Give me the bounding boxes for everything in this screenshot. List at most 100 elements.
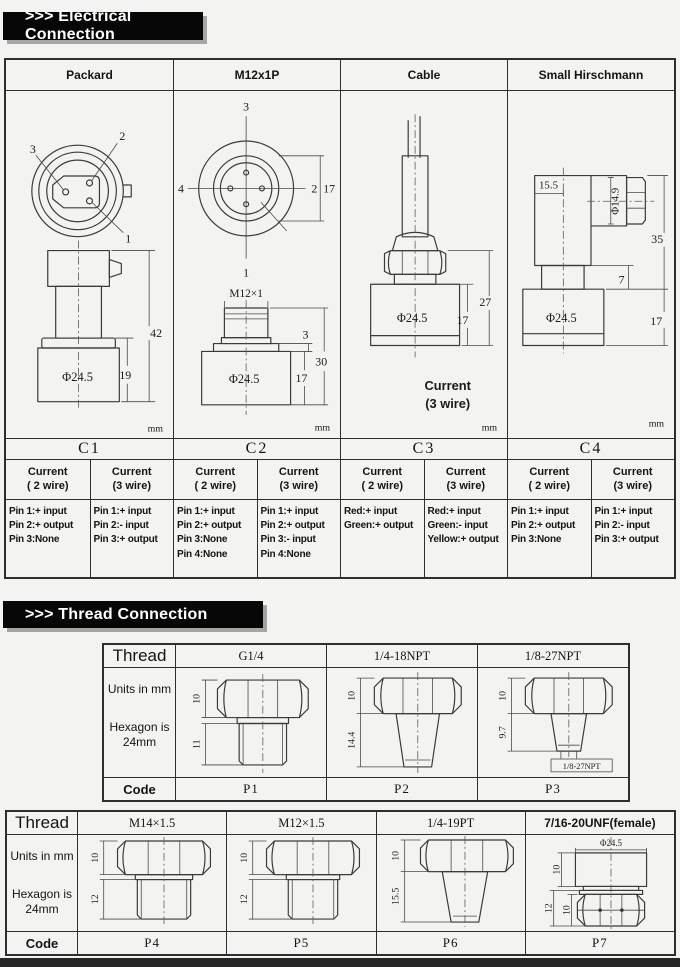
m12-pin3-label: 3: [243, 99, 249, 113]
p2-dim-thread: 14.4: [347, 732, 358, 749]
thread2-code-label: Code: [25, 935, 59, 951]
thread1-code-label: Code: [123, 781, 156, 797]
code-p4: P4: [77, 932, 226, 954]
thread2-label: Thread: [15, 813, 69, 832]
p6-dim-thread: 15.5: [390, 888, 401, 905]
cable-dim-base: 17: [457, 313, 469, 327]
code-row: C1 C2 C3 C4: [6, 438, 674, 459]
code-p7: P7: [524, 932, 674, 954]
column-header-cable: Cable: [340, 60, 507, 90]
thread2-code-row: Code P4 P5 P6 P7: [7, 931, 674, 954]
thread2-notes: Units in mm Hexagon is 24mm: [7, 835, 77, 931]
thread1-spec-18-27npt: 1/8-27NPT: [477, 645, 628, 667]
subtitle: ( 2 wire): [194, 479, 237, 492]
c2-3wire-title: Current(3 wire): [256, 460, 341, 499]
c3-3wire-title: Current(3 wire): [423, 460, 508, 499]
code-p1: P1: [175, 778, 326, 800]
cable-diagram-cell: 27 17 Φ24.5 Current (3 wire) mm: [340, 91, 507, 438]
code-c1: C1: [78, 440, 101, 457]
p3-dim-hex: 10: [498, 691, 509, 701]
c1-3wire-title: Current(3 wire): [89, 460, 174, 499]
subtitle: ( 2 wire): [528, 479, 571, 492]
thread1-code-row: Code P1 P2 P3: [104, 777, 628, 800]
thread2-spec-m14: M14×1.5: [77, 812, 226, 834]
code-c3: C3: [340, 439, 507, 459]
p7-drawing: Φ24.5 10 12 10: [543, 837, 647, 930]
thread1-spec-14-18npt: 1/4-18NPT: [326, 645, 477, 667]
p5-dim-thread: 12: [239, 894, 250, 904]
thread-connection-banner: >>> Thread Connection: [3, 601, 263, 628]
title: Current: [445, 465, 486, 478]
p1-dim-thread: 11: [192, 739, 203, 749]
column-header-m12x1p: M12x1P: [173, 60, 340, 90]
code-p3: P3: [477, 778, 628, 800]
p3-drawing-cell: 10 9.7 1/8-27NPT: [477, 668, 628, 777]
bottom-divider-bar: [0, 958, 680, 967]
thread1-drawing-row: Units in mm Hexagon is 24mm 10 11: [104, 667, 628, 777]
hexagon-note: Hexagon is 24mm: [11, 886, 73, 917]
p3-thread-tag: 1/8-27NPT: [563, 762, 601, 771]
thread1-header-row: Thread G1/4 1/4-18NPT 1/8-27NPT: [104, 645, 628, 667]
p3-drawing: 10 9.7 1/8-27NPT: [498, 672, 613, 773]
cable-diagram: 27 17 Φ24.5 Current (3 wire) mm: [370, 114, 497, 434]
m12-diagram: 3 1 4 2 17 M12×1 3 30: [178, 99, 335, 434]
p1-drawing-cell: 10 11: [175, 668, 326, 777]
pin-assignment-row: Pin 1:+ input Pin 2:+ output Pin 3:None …: [6, 499, 674, 577]
packard-pin1-label: 1: [125, 232, 131, 246]
title: Current: [362, 465, 403, 478]
packard-dim-base: 19: [119, 368, 131, 382]
subtitle: (3 wire): [112, 479, 151, 492]
code-p2: P2: [326, 778, 477, 800]
c1-2wire-pins: Pin 1:+ input Pin 2:+ output Pin 3:None: [9, 506, 74, 546]
m12-dim-collar: 3: [302, 328, 308, 342]
connector-diagram-row: 3 2 1 42 19 Φ24.5 mm: [6, 90, 674, 438]
thread2-spec-unf: 7/16-20UNF(female): [524, 812, 674, 834]
p3-dim-thread: 9.7: [498, 726, 509, 738]
hirschmann-dim-total: 35: [651, 232, 663, 246]
title: Current: [612, 465, 653, 478]
thread2-spec-14-19pt: 1/4-19PT: [375, 812, 525, 834]
packard-pin3-label: 3: [30, 142, 36, 156]
p6-drawing: 10 15.5: [390, 836, 514, 927]
m12-dim-base: 17: [296, 371, 308, 385]
p6-dim-hex: 10: [390, 851, 401, 861]
thread1-notes: Units in mm Hexagon is 24mm: [104, 668, 175, 777]
c2-3wire-pins: Pin 1:+ input Pin 2:+ output Pin 3:- inp…: [256, 500, 341, 577]
c2-2wire-title: Current( 2 wire): [173, 460, 257, 499]
p5-drawing: 10 12: [239, 837, 361, 926]
hirschmann-dim-base: 17: [650, 314, 662, 328]
electrical-connection-banner: >>> Electrical Connection: [3, 8, 203, 43]
hexagon-note: Hexagon is 24mm: [109, 719, 170, 750]
units-note: Units in mm: [107, 682, 172, 696]
m12-dim-total: 30: [315, 354, 327, 368]
p1-dim-hex: 10: [192, 694, 203, 704]
p4-drawing-cell: 10 12: [77, 835, 226, 931]
p5-drawing-cell: 10 12: [226, 835, 375, 931]
p4-dim-thread: 12: [90, 894, 101, 904]
thread1-spec-g14: G1/4: [175, 645, 326, 667]
hirschmann-diagram: 15.5 Φ14.9 35 7 17 Φ24.5 mm: [522, 167, 669, 430]
m12-unit-label: mm: [315, 423, 331, 434]
title: Current: [27, 465, 68, 478]
p5-dim-hex: 10: [239, 853, 250, 863]
thread2-spec-m12: M12×1.5: [226, 812, 375, 834]
code-c4: C4: [507, 439, 674, 459]
c4-3wire-title: Current(3 wire): [590, 460, 675, 499]
c4-3wire-pins: Pin 1:+ input Pin 2:- input Pin 3:+ outp…: [590, 500, 675, 577]
subtitle: (3 wire): [279, 479, 318, 492]
m12-thread-label: M12×1: [229, 288, 263, 300]
p7-dim-outer: 12: [543, 903, 554, 913]
units-note: Units in mm: [10, 849, 74, 863]
connector-header-row: Packard M12x1P Cable Small Hirschmann: [6, 60, 674, 90]
p7-drawing-cell: Φ24.5 10 12 10: [524, 835, 674, 931]
thread2-drawing-row: Units in mm Hexagon is 24mm 10 12: [7, 834, 674, 931]
p6-drawing-cell: 10 15.5: [375, 835, 525, 931]
hirschmann-plug-diameter: Φ14.9: [610, 188, 622, 215]
p2-drawing-cell: 10 14.4: [326, 668, 477, 777]
p7-dim-body: 10: [551, 865, 562, 875]
code-c2: C2: [173, 439, 340, 459]
c3-3wire-pins: Red:+ input Green:- input Yellow:+ outpu…: [423, 500, 508, 577]
p1-drawing: 10 11: [192, 674, 309, 773]
packard-unit-label: mm: [148, 424, 164, 435]
